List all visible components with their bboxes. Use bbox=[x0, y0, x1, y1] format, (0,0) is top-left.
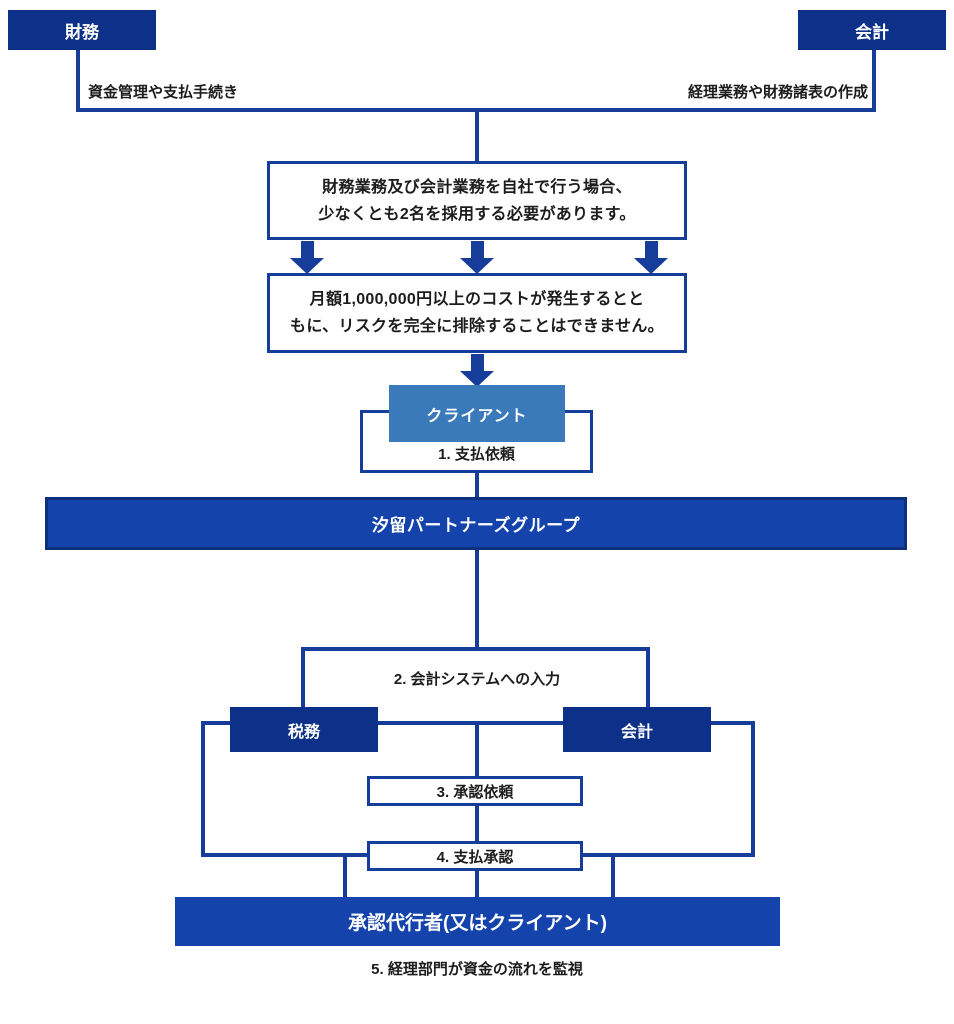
connector-center-vertical-2 bbox=[475, 473, 479, 497]
note-box-cost-line2: もに、リスクを完全に排除することはできません。 bbox=[290, 318, 664, 335]
connector-center-vertical-3 bbox=[475, 550, 479, 647]
connector-outer-left-vertical bbox=[201, 721, 205, 857]
approval-request-box: 3. 承認依頼 bbox=[367, 776, 583, 806]
finance-caption: 資金管理や支払手続き bbox=[88, 84, 239, 101]
tax-box: 税務 bbox=[230, 707, 378, 752]
connector-top-horizontal bbox=[76, 108, 876, 112]
arrow-stem bbox=[644, 241, 658, 258]
arrow-stem bbox=[300, 241, 314, 258]
payment-approval-box: 4. 支払承認 bbox=[367, 841, 583, 871]
client-box: クライアント bbox=[389, 385, 565, 442]
connector-outer-right-vertical bbox=[751, 721, 755, 857]
approver-bar-label: 承認代行者(又はクライアント) bbox=[348, 913, 607, 934]
step3-label: 3. 承認依頼 bbox=[436, 783, 514, 801]
connector-outer-left-horizontal bbox=[201, 721, 230, 725]
down-arrow-icon bbox=[290, 241, 324, 274]
arrow-stem bbox=[470, 241, 484, 258]
finance-box: 財務 bbox=[8, 10, 156, 50]
step1-label: 1. 支払依頼 bbox=[438, 446, 515, 463]
note-box-hiring: 財務業務及び会計業務を自社で行う場合、 少なくとも2名を採用する必要があります。 bbox=[267, 161, 687, 240]
note-box-hiring-line1: 財務業務及び会計業務を自社で行う場合、 bbox=[322, 178, 632, 196]
down-arrow-icon bbox=[460, 354, 494, 387]
step4-label: 4. 支払承認 bbox=[436, 848, 514, 866]
tax-box-label: 税務 bbox=[287, 723, 320, 741]
connector-center-vertical-1 bbox=[475, 112, 479, 161]
group-bar: 汐留パートナーズグループ bbox=[45, 497, 907, 550]
accounting-mid-box-label: 会計 bbox=[620, 723, 653, 741]
down-arrow-icon bbox=[634, 241, 668, 274]
step5-label: 5. 経理部門が資金の流れを監視 bbox=[371, 961, 583, 978]
accounting-mid-box: 会計 bbox=[563, 707, 711, 752]
bracket-horizontal bbox=[301, 647, 650, 651]
drop-left-vertical bbox=[343, 853, 347, 897]
connector-left-vertical bbox=[76, 50, 80, 112]
connector-center-vertical-5 bbox=[475, 806, 479, 841]
accounting-caption: 経理業務や財務諸表の作成 bbox=[687, 84, 868, 101]
client-box-label: クライアント bbox=[426, 407, 528, 425]
accounting-top-box-label: 会計 bbox=[855, 22, 889, 42]
bracket-right-vertical bbox=[646, 647, 650, 707]
drop-right-vertical bbox=[611, 853, 615, 897]
group-bar-label: 汐留パートナーズグループ bbox=[371, 516, 581, 535]
note-box-hiring-line2: 少なくとも2名を採用する必要があります。 bbox=[318, 205, 636, 223]
bracket-left-vertical bbox=[301, 647, 305, 707]
arrow-head bbox=[290, 258, 324, 274]
drop-center-vertical bbox=[475, 871, 479, 897]
arrow-head bbox=[460, 258, 494, 274]
connector-right-vertical bbox=[872, 50, 876, 112]
down-arrow-icon bbox=[460, 241, 494, 274]
step2-label: 2. 会計システムへの入力 bbox=[393, 671, 561, 688]
note-box-cost-line1: 月額1,000,000円以上のコストが発生するとと bbox=[309, 291, 645, 308]
connector-center-vertical-4 bbox=[475, 725, 479, 776]
arrow-stem bbox=[470, 354, 484, 371]
arrow-head bbox=[634, 258, 668, 274]
connector-mid-horizontal bbox=[378, 721, 563, 725]
connector-outer-right-horizontal bbox=[711, 721, 755, 725]
note-box-cost: 月額1,000,000円以上のコストが発生するとと もに、リスクを完全に排除する… bbox=[267, 273, 687, 353]
arrow-head bbox=[460, 371, 494, 387]
approver-bar: 承認代行者(又はクライアント) bbox=[175, 897, 780, 946]
finance-box-label: 財務 bbox=[65, 22, 99, 42]
connector-bottom-left-horizontal bbox=[201, 853, 367, 857]
accounting-top-box: 会計 bbox=[798, 10, 946, 50]
connector-bottom-right-horizontal bbox=[583, 853, 755, 857]
